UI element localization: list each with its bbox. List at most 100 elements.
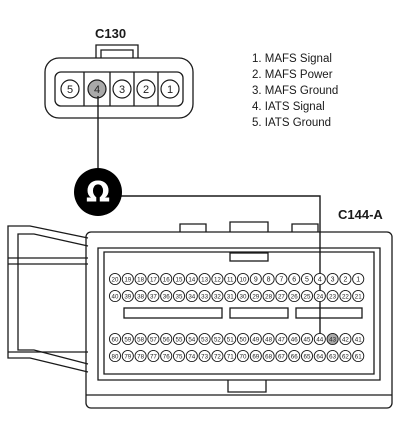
c144a-pin xyxy=(185,272,198,286)
c144a-pin-label: 16 xyxy=(163,277,170,284)
c144a-pin xyxy=(236,289,250,303)
c144a-pin xyxy=(249,272,262,286)
c144a-pin-label: 49 xyxy=(252,337,259,344)
c144a-pin-label: 22 xyxy=(342,294,349,301)
c144a-pin-label: 74 xyxy=(188,354,195,361)
legend-item: 5. IATS Ground xyxy=(252,117,331,129)
c144a-pin xyxy=(147,349,160,363)
c144a-pin xyxy=(147,289,160,303)
c144a-pin xyxy=(198,332,211,346)
c144a-pin xyxy=(288,272,301,286)
c144a-pin-label: 7 xyxy=(279,277,283,284)
c144a-pin xyxy=(300,332,314,346)
c144a-pin xyxy=(262,289,275,303)
c144a-pin-label: 30 xyxy=(240,294,247,301)
c144a-pin-label: 39 xyxy=(124,294,131,301)
c144a-pin xyxy=(198,272,211,286)
c144a-pin xyxy=(339,349,352,363)
c144a-pin xyxy=(224,272,237,286)
c144a-pin xyxy=(198,289,211,303)
c144a-pin xyxy=(147,332,160,346)
c144a-pin xyxy=(236,349,250,363)
c144a-pin xyxy=(249,349,262,363)
c144a-pin xyxy=(211,272,224,286)
c144a-pin-label: 19 xyxy=(124,277,131,284)
c130-pin xyxy=(60,79,80,99)
connector-c130-name: C130 xyxy=(95,26,126,41)
c144a-pin-label: 6 xyxy=(292,277,296,284)
c144a-pin xyxy=(211,289,224,303)
c144a-pin-label: 29 xyxy=(252,294,259,301)
c144a-pin-label: 18 xyxy=(137,277,144,284)
c144a-pin xyxy=(339,272,352,286)
c144a-pin xyxy=(172,289,186,303)
c144a-pin-label: 40 xyxy=(112,294,119,301)
c144a-pin-label: 11 xyxy=(227,277,234,284)
c144a-pin xyxy=(300,289,314,303)
c144a-pin xyxy=(352,349,365,363)
c144a-pin-label: 48 xyxy=(265,337,272,344)
c144a-pin-label: 4 xyxy=(318,277,322,284)
c144a-pin xyxy=(249,289,262,303)
c144a-pin-label: 80 xyxy=(112,354,119,361)
c144a-pin xyxy=(288,349,301,363)
c144a-pin-label: 50 xyxy=(240,337,247,344)
c144a-pin xyxy=(262,272,275,286)
c144a-pin-label: 15 xyxy=(176,277,183,284)
c144a-pin xyxy=(134,349,147,363)
c144a-pin-label: 2 xyxy=(343,277,347,284)
legend-item: 4. IATS Signal xyxy=(252,101,325,113)
c144a-pin xyxy=(300,349,314,363)
c144a-pin-label: 5 xyxy=(305,277,309,284)
c144a-pin xyxy=(313,289,326,303)
c144a-pin-label: 14 xyxy=(188,277,195,284)
c144a-pin-label: 57 xyxy=(150,337,157,344)
c144a-pin xyxy=(172,272,186,286)
c144a-pin-label: 9 xyxy=(254,277,258,284)
c144a-pin-label: 77 xyxy=(150,354,157,361)
c144a-pin xyxy=(134,272,147,286)
c144a-pin-label: 68 xyxy=(265,354,272,361)
c144a-pin-label: 53 xyxy=(201,337,208,344)
ohm-symbol: Ω xyxy=(86,176,110,209)
c130-pin xyxy=(112,79,132,99)
c144a-pin-label: 28 xyxy=(265,294,272,301)
c144a-pin xyxy=(300,272,314,286)
c144a-pin xyxy=(326,349,339,363)
c130-pin xyxy=(87,79,107,99)
c144a-pin-label: 72 xyxy=(214,354,221,361)
c144a-pin-label: 63 xyxy=(329,354,336,361)
c144a-pin xyxy=(313,272,326,286)
c144a-pin-label: 23 xyxy=(329,294,336,301)
c144a-pin-label: 59 xyxy=(124,337,131,344)
c130-pin xyxy=(160,79,180,99)
c144a-pin-label: 3 xyxy=(331,277,335,284)
c144a-pin-label: 27 xyxy=(278,294,285,301)
connector-c130 xyxy=(44,44,194,119)
c144a-pin-label: 25 xyxy=(304,294,311,301)
legend-item: 3. MAFS Ground xyxy=(252,85,338,97)
c144a-pin-label: 41 xyxy=(355,337,362,344)
c144a-pin xyxy=(352,289,365,303)
c144a-pin-label: 46 xyxy=(291,337,298,344)
c144a-pin xyxy=(262,349,275,363)
ohm-meter: Ω xyxy=(74,168,122,216)
c144a-pin xyxy=(326,272,339,286)
c144a-pin xyxy=(172,349,186,363)
c144a-pin xyxy=(108,289,122,303)
c144a-pin xyxy=(224,332,237,346)
meter-wires xyxy=(97,96,321,340)
c130-pin-label: 2 xyxy=(143,84,149,96)
c144a-pin-label: 26 xyxy=(291,294,298,301)
c144a-pin-label: 21 xyxy=(355,294,362,301)
c144a-pin xyxy=(121,349,134,363)
c144a-pin xyxy=(352,332,365,346)
c144a-pin xyxy=(288,332,301,346)
c144a-pin xyxy=(275,349,288,363)
c144a-pin xyxy=(352,272,365,286)
c144a-pin-label: 66 xyxy=(291,354,298,361)
c144a-pin xyxy=(288,289,301,303)
connector-c144a xyxy=(7,221,393,409)
c144a-pin xyxy=(108,272,122,286)
